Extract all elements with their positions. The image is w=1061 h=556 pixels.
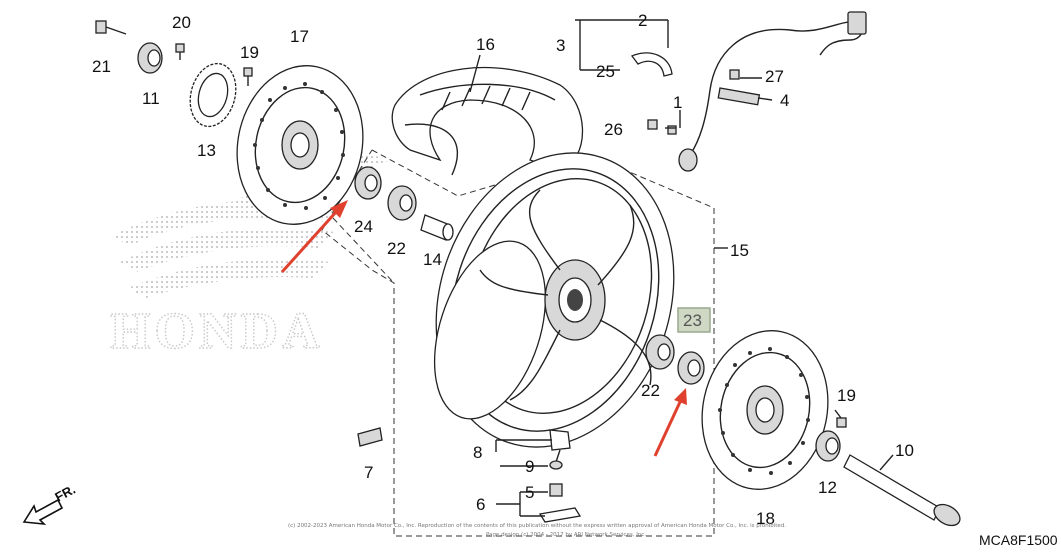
callout-8[interactable]: 8 [473,443,482,462]
callout-12[interactable]: 12 [818,478,837,497]
callout-25[interactable]: 25 [596,62,615,81]
axle-10 [843,454,961,527]
callout-19-left[interactable]: 19 [240,43,259,62]
callout-2[interactable]: 2 [638,11,647,30]
pulser-ring [189,62,237,128]
callout-numbers: 1 2 3 4 5 6 7 8 9 10 11 12 13 14 15 16 1… [92,11,914,528]
copyright-line-1: (c) 2002-2023 American Honda Motor Co., … [288,523,786,529]
callout-15[interactable]: 15 [730,241,749,260]
right-brake-disc [701,330,829,490]
callout-23[interactable]: 23 [683,311,702,330]
honda-text-watermark: HONDA [110,303,324,360]
callout-5[interactable]: 5 [525,483,534,502]
callout-16[interactable]: 16 [476,35,495,54]
callout-1[interactable]: 1 [673,93,682,112]
callout-13[interactable]: 13 [197,141,216,160]
callout-17[interactable]: 17 [290,27,309,46]
highlight-box-23 [677,307,711,333]
callout-22-left[interactable]: 22 [387,239,406,258]
left-brake-disc [236,65,364,225]
front-arrow-icon [22,498,64,526]
highlight-arrows [280,200,687,457]
callout-22-right[interactable]: 22 [641,381,660,400]
bearing-22-right [645,334,675,370]
speed-sensor-assembly [630,11,867,172]
valve-6 [538,483,582,523]
callout-27[interactable]: 27 [765,67,784,86]
callout-9[interactable]: 9 [525,457,534,476]
spacer-14 [420,214,454,241]
copyright-line-2: Page design (c) 2004 - 2017 by ARI Netwo… [486,532,646,538]
collar-11 [137,42,163,74]
diagram-code: MCA8F1500 [979,532,1058,548]
bearing-24 [354,166,382,200]
tire [391,67,584,176]
front-direction-indicator: FR. [22,482,78,526]
callout-21[interactable]: 21 [92,57,111,76]
callout-18[interactable]: 18 [756,509,775,528]
valve-8 [549,429,571,470]
callout-6[interactable]: 6 [476,495,485,514]
bolt-19-left [243,67,253,86]
callout-7[interactable]: 7 [364,463,373,482]
collar-12 [815,430,841,462]
callout-3[interactable]: 3 [556,36,565,55]
callout-11[interactable]: 11 [142,89,160,108]
callout-14[interactable]: 14 [423,250,442,269]
weight-7 [357,427,383,447]
callout-24[interactable]: 24 [354,217,373,236]
callout-4[interactable]: 4 [780,91,789,110]
callout-26[interactable]: 26 [604,120,623,139]
callout-10[interactable]: 10 [895,441,914,460]
bolt-20 [175,43,185,60]
callout-20[interactable]: 20 [172,13,191,32]
bearing-22-left [387,185,417,221]
wheel [433,152,675,448]
bolt-21 [95,20,127,35]
callout-19-right[interactable]: 19 [837,386,856,405]
leader-lines [469,19,894,517]
seal-23 [677,351,705,385]
bolt-19-right [834,409,847,428]
